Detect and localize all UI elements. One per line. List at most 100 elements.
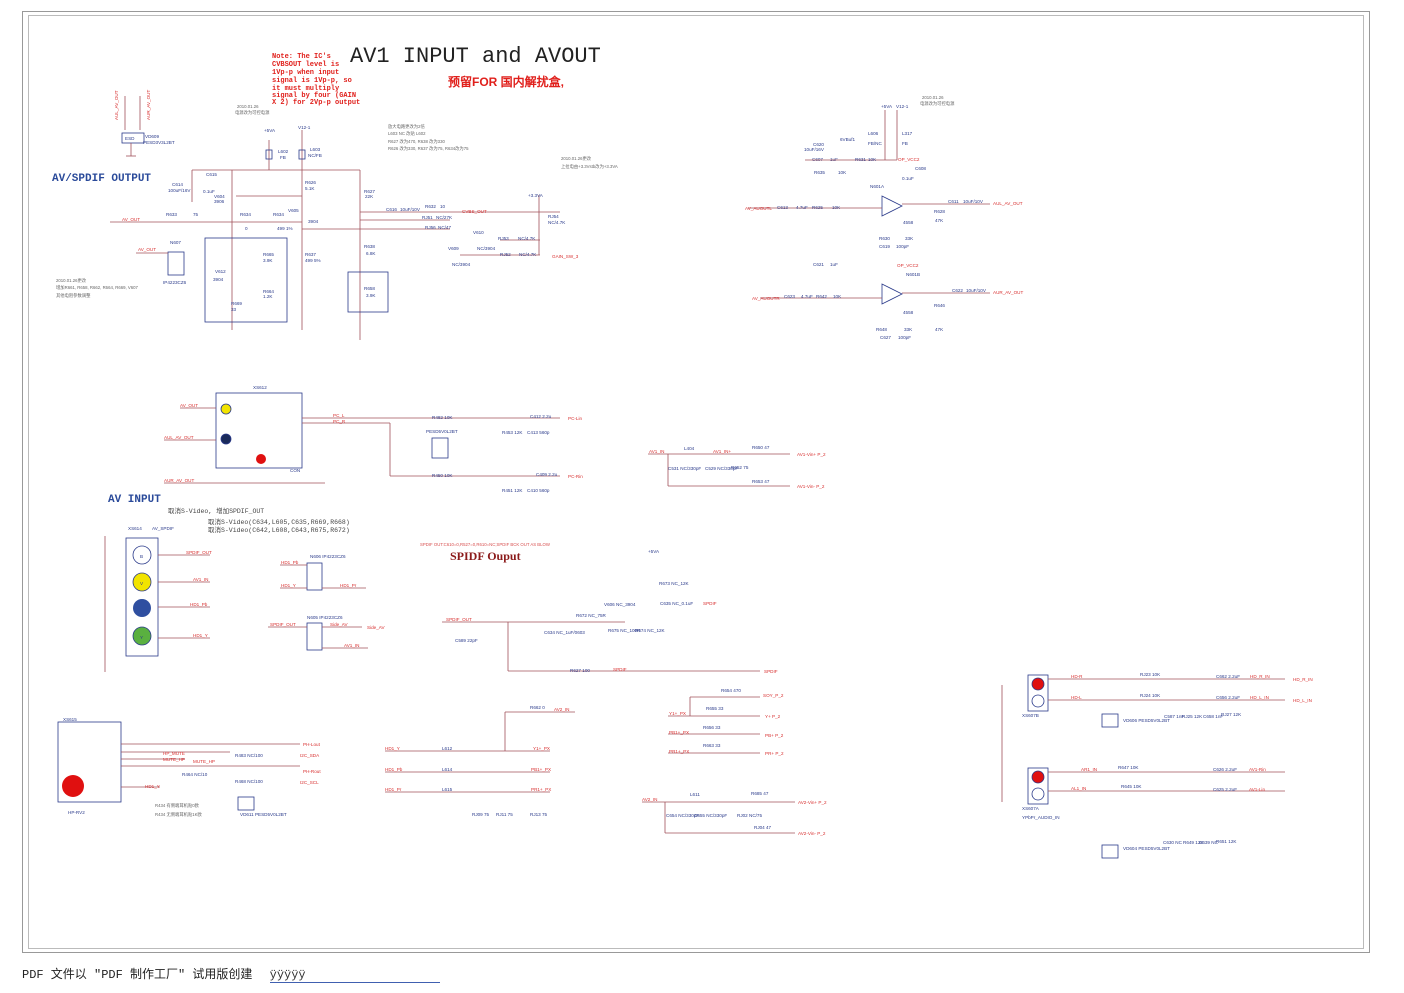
svg-text:C622: C622 [952,288,963,293]
svg-text:C608: C608 [915,166,926,171]
svg-text:SPDIF_OUT: SPDIF_OUT [270,622,296,627]
svg-text:HD_R_IN: HD_R_IN [1293,677,1313,682]
svg-text:R626 改为330, R637 改为75, R634改为7: R626 改为330, R637 改为75, R634改为75 [388,145,469,152]
svg-text:2010.01.26更改: 2010.01.26更改 [56,277,87,284]
svg-text:V609: V609 [448,246,459,251]
revision-notes: 2010.01.26 电源改为可控电源 放大电路更改为2倍 L603 NC 改贴… [56,95,955,818]
watermark-link[interactable]: ÿÿÿÿÿ [269,968,440,983]
svg-text:FB: FB [902,141,908,146]
svg-text:PB+ P_2: PB+ P_2 [765,733,784,738]
svg-text:XS612: XS612 [253,385,267,390]
svg-text:上拉电由+3.3Vstb改为+3.3VA: 上拉电由+3.3Vstb改为+3.3VA [561,163,618,170]
svg-text:R630: R630 [879,236,890,241]
sheet-subtitle: 预留FOR 国内解扰盒, [448,74,564,89]
svg-text:取消S-Video(C642,L608,C643,R675,: 取消S-Video(C642,L608,C643,R675,R672) [208,525,350,534]
svg-text:signal by four (GAIN: signal by four (GAIN [272,92,356,100]
svg-text:RJ51: RJ51 [422,215,433,220]
svg-text:RJ02 NC/75: RJ02 NC/75 [737,813,762,818]
svg-text:V605: V605 [288,208,299,213]
svg-text:RJ53: RJ53 [498,236,509,241]
svg-text:SPDIF_OUT: SPDIF_OUT [446,617,472,622]
esd-n605: N605 IP4223CZ6 SPDIF_OUT Side_AV Side_AV… [268,615,385,651]
svg-text:V604: V604 [214,194,225,199]
svg-text:C623: C623 [784,294,795,299]
svg-text:L615: L615 [442,787,453,792]
svg-text:1uF: 1uF [830,157,838,162]
svg-text:HD1_Pb: HD1_Pb [385,767,403,772]
svg-text:10uF/16V: 10uF/16V [804,147,825,152]
svg-text:R464 NC/10: R464 NC/10 [182,772,208,777]
svg-text:RJ13 75: RJ13 75 [530,812,548,817]
svg-text:PH-Rout: PH-Rout [303,769,321,774]
svg-text:I2C_SDA: I2C_SDA [300,753,320,758]
svg-text:PR1+_PX: PR1+_PX [531,787,551,792]
svg-text:C634 NC_1uF/0603: C634 NC_1uF/0603 [544,630,585,635]
svg-text:10: 10 [440,204,446,209]
svg-text:CON: CON [290,468,300,473]
section-av-input: AV INPUT [108,494,161,506]
svg-text:PESD5V0L2BT: PESD5V0L2BT [426,429,458,434]
svg-text:R635: R635 [814,170,825,175]
svg-text:AUL_AV_OUT: AUL_AV_OUT [993,201,1023,206]
svg-text:XS614: XS614 [128,526,142,531]
svg-text:HD1_Y: HD1_Y [145,784,160,789]
svg-text:V612: V612 [215,269,226,274]
svg-text:N601B: N601B [906,272,920,277]
svg-text:R649 12K: R649 12K [1183,840,1204,845]
svg-text:SPDIF: SPDIF [764,669,778,674]
svg-text:R672 NC_75R: R672 NC_75R [576,613,607,618]
svg-text:AL1_IN: AL1_IN [1071,786,1086,791]
av2-filter: AV2_IN L611 C654 NC/330pF C655 NC/330pF … [642,791,827,836]
svg-text:+5VA: +5VA [648,549,660,554]
svg-text:HD1_Pb: HD1_Pb [190,602,208,607]
svg-text:AV1-Rin: AV1-Rin [1249,767,1266,772]
svg-text:MUTE_HP: MUTE_HP [193,759,215,764]
svg-text:NC/4.7K: NC/4.7K [548,220,566,225]
sheet-border-outer [22,11,1370,953]
svg-text:4558: 4558 [903,220,914,225]
svg-text:XS615: XS615 [63,717,77,722]
connector-xs607a: XS607A YPbPr_AUDIO_IN AR1_IN AL1_IN R647… [1001,685,1285,859]
svg-text:C639 NC: C639 NC [1199,840,1219,845]
svg-text:R656 33: R656 33 [703,725,721,730]
svg-text:R627 100: R627 100 [570,668,590,673]
svg-text:R652 75: R652 75 [731,465,749,470]
svg-text:+5VA: +5VA [881,104,893,109]
svg-text:PB1+_PX: PB1+_PX [531,767,551,772]
svg-text:3.9K: 3.9K [263,258,273,263]
svg-text:L602: L602 [278,149,289,154]
svg-text:PH-Lout: PH-Lout [303,742,321,747]
svg-text:R662 0: R662 0 [530,705,545,710]
svg-text:电源改为可控电源: 电源改为可控电源 [235,109,270,116]
svg-text:AUR_AV_OUT: AUR_AV_OUT [146,90,151,120]
svg-text:HD1_Y: HD1_Y [385,746,400,751]
svg-text:33: 33 [231,307,237,312]
svg-text:AV2_IN: AV2_IN [642,797,658,802]
svg-text:R453 12K: R453 12K [502,430,523,435]
svg-text:AV1-Vin+ P_2: AV1-Vin+ P_2 [797,452,826,457]
svg-text:I2C_SCL: I2C_SCL [300,780,319,785]
gain-switch: C616 10uF/10V R632 10 CVBS_OUT RJ51 NC/2… [302,193,579,267]
svg-text:3.9K: 3.9K [366,293,376,298]
svg-text:10uF/10V: 10uF/10V [963,199,984,204]
svg-text:Y1+_PX: Y1+_PX [669,711,686,716]
connector-xs607b: XS607B HD-R HD-L RJ23 10K RJ24 10K C587 … [1022,672,1313,728]
svg-text:R673 NC_12K: R673 NC_12K [659,581,690,586]
esd-n606: N606 IP4223CZ6 HD1_Pb HD1_Y HD1_Pr [280,554,366,591]
pdf-watermark-footer: PDF 文件以 "PDF 制作工厂" 试用版创建 ÿÿÿÿÿ [22,965,440,983]
svg-text:R645 10K: R645 10K [1121,784,1142,789]
svg-text:C531 NC/330pF: C531 NC/330pF [668,466,701,471]
connector-xs615: XS615 HP-RV2 HP_MUTE MUTE_HP MUTE_HP HD1… [57,717,321,817]
svg-text:SPDIF_OUT: SPDIF_OUT [186,550,212,555]
svg-text:100pF: 100pF [896,244,909,249]
svg-text:V606 NC_3904: V606 NC_3904 [604,602,636,607]
svg-text:XS607A: XS607A [1022,806,1040,811]
svg-text:499 5%: 499 5% [305,258,321,263]
svg-text:V12-1: V12-1 [896,104,909,109]
svg-text:R434 无侧端耳机贴1K欧: R434 无侧端耳机贴1K欧 [155,811,203,818]
svg-text:YPbPr_AUDIO_IN: YPbPr_AUDIO_IN [1022,815,1060,820]
svg-text:0: 0 [245,226,248,231]
svg-text:ESD: ESD [125,136,135,141]
svg-text:N601A: N601A [870,184,885,189]
